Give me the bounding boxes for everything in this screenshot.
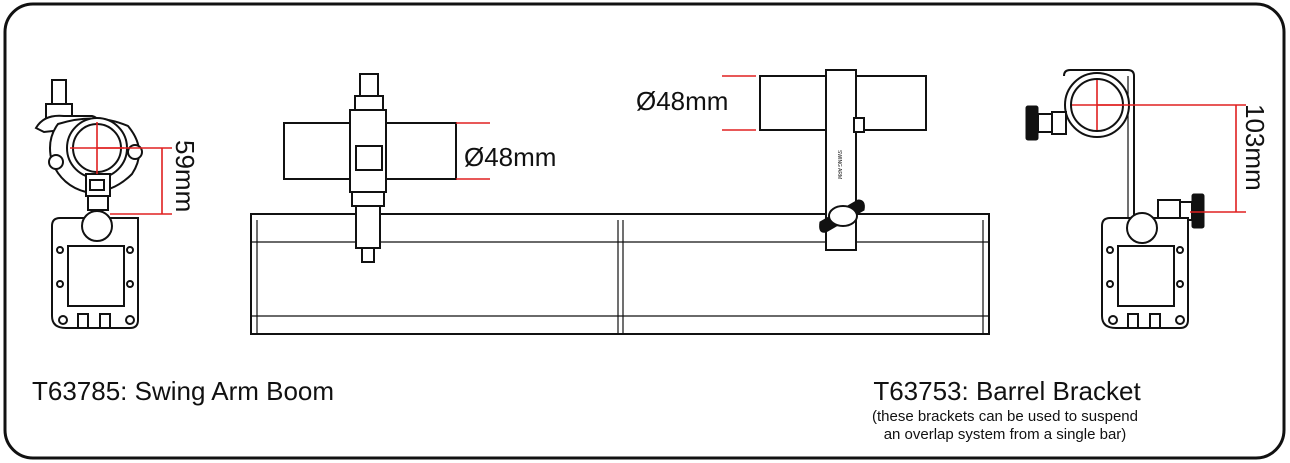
dimension-label-103mm: 103mm <box>1240 104 1270 191</box>
dimension-diameter-left: Ø48mm <box>456 122 556 180</box>
dimension-diameter-right: Ø48mm <box>636 75 756 131</box>
dimension-label-diameter-right: Ø48mm <box>636 86 728 116</box>
svg-text:SWING ARM: SWING ARM <box>836 150 842 179</box>
barrel-bracket-front-view: SWING ARM <box>759 69 927 251</box>
right-product-note-line2: an overlap system from a single bar) <box>884 426 1127 443</box>
dimension-label-59mm: 59mm <box>170 140 200 212</box>
dimension-103mm: 103mm <box>1072 80 1270 213</box>
left-product-label: T63785: Swing Arm Boom <box>32 376 334 406</box>
swing-arm-clamp-side-view <box>34 79 143 329</box>
right-product-note-line1: (these brackets can be used to suspend <box>872 408 1138 425</box>
dimension-label-diameter-left: Ø48mm <box>464 142 556 172</box>
dimension-59mm: 59mm <box>70 122 200 215</box>
swing-arm-clamp-front-view <box>283 73 457 263</box>
right-product-label: T63753: Barrel Bracket <box>873 376 1141 406</box>
